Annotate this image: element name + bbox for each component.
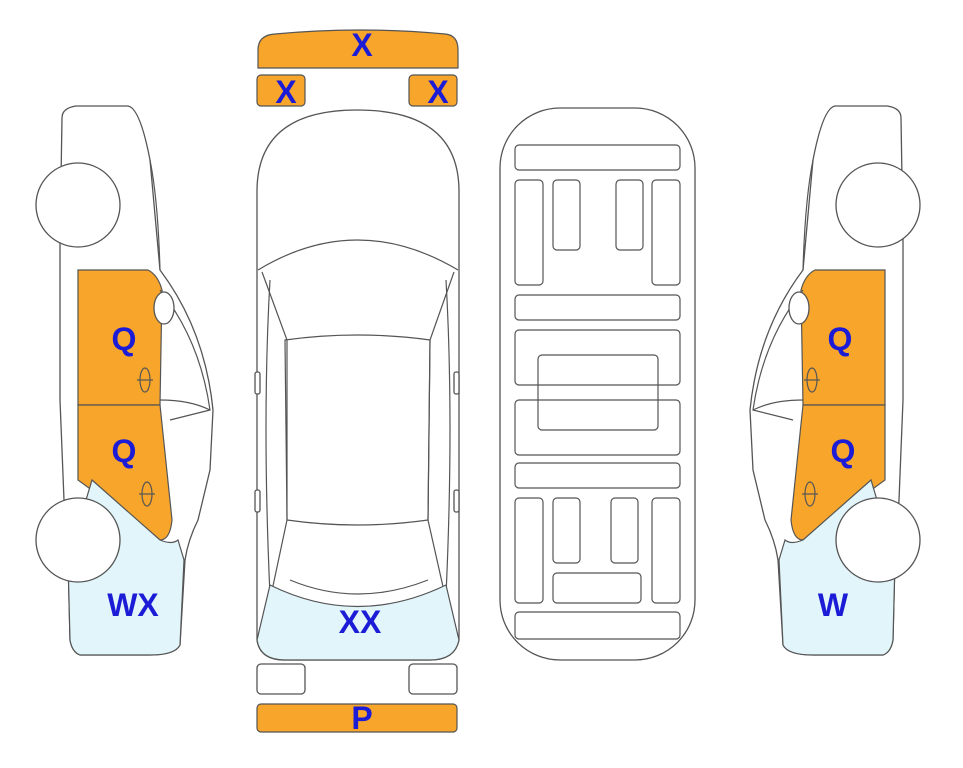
- underside-panel-3: [552, 179, 581, 251]
- underside-panel-2: [514, 179, 544, 286]
- right-mirror-top-2: [453, 489, 460, 513]
- rear-right-light[interactable]: [408, 74, 458, 107]
- front-left-light: [256, 663, 306, 695]
- right-door-handle-rear: [802, 481, 818, 507]
- front-bumper[interactable]: [256, 703, 458, 733]
- rear-left-light[interactable]: [256, 74, 306, 107]
- right-front-door-code: Q: [828, 321, 853, 357]
- right-front-wheel: [835, 497, 921, 583]
- underside-panel-8: [537, 354, 659, 431]
- right-mirror: [788, 291, 810, 325]
- underside-panel-9: [514, 399, 681, 456]
- right-front-fender-code: W: [818, 587, 849, 623]
- left-side-window-line-2: [159, 399, 211, 411]
- underside-panel-12: [552, 497, 581, 564]
- left-mirror-top-2: [254, 489, 261, 513]
- underside-panel-7: [514, 329, 681, 386]
- left-door-handle-front: [137, 367, 153, 393]
- underside-panel-16: [514, 611, 681, 640]
- right-side-window-line-2: [752, 399, 804, 411]
- right-rear-door-code: Q: [831, 433, 856, 469]
- left-door-handle-rear: [139, 481, 155, 507]
- left-front-door-code: Q: [112, 321, 137, 357]
- underside-view: [499, 107, 696, 661]
- rear-left-light-code: X: [275, 74, 297, 110]
- underside-panel-6: [514, 294, 681, 321]
- left-side-view: Q Q WX: [35, 105, 214, 656]
- underside-panel-5: [651, 179, 681, 286]
- underside-panel-4: [615, 179, 644, 251]
- rear-bumper-code: X: [351, 27, 373, 63]
- right-rear-wheel: [835, 162, 921, 248]
- top-view-rear-window-line: [257, 239, 459, 271]
- front-bumper-code: P: [351, 700, 372, 736]
- right-mirror-top: [453, 371, 460, 395]
- underside-panel-1: [514, 144, 681, 171]
- right-side-roofline: [802, 159, 814, 271]
- left-side-roofline: [149, 159, 161, 271]
- right-side-view: Q Q W: [749, 105, 921, 656]
- top-view: X X X XX P: [254, 27, 460, 736]
- underside-outline: [499, 107, 696, 661]
- left-rear-door-code: Q: [112, 433, 137, 469]
- windshield[interactable]: [256, 584, 460, 661]
- underside-panel-14: [651, 497, 681, 604]
- left-mirror-top: [254, 371, 261, 395]
- top-view-left-pillar: [261, 271, 288, 601]
- left-rear-wheel: [35, 162, 121, 248]
- top-view-left-side-line: [265, 279, 271, 596]
- front-right-light: [408, 663, 458, 695]
- left-front-wheel: [35, 497, 121, 583]
- underside-panel-15: [552, 572, 642, 604]
- windshield-code: XX: [339, 604, 382, 640]
- top-view-right-side-line: [445, 279, 451, 596]
- rear-right-light-code: X: [427, 74, 449, 110]
- left-mirror: [153, 291, 175, 325]
- underside-panel-13: [610, 497, 639, 564]
- underside-panel-11: [514, 497, 544, 604]
- right-side-front-door[interactable]: [800, 269, 886, 406]
- left-front-fender-code: WX: [107, 587, 159, 623]
- top-view-right-pillar: [427, 271, 455, 601]
- right-door-handle-front: [804, 367, 820, 393]
- hood-line: [289, 579, 429, 595]
- rear-bumper[interactable]: [257, 29, 459, 69]
- underside-panel-10: [514, 462, 681, 489]
